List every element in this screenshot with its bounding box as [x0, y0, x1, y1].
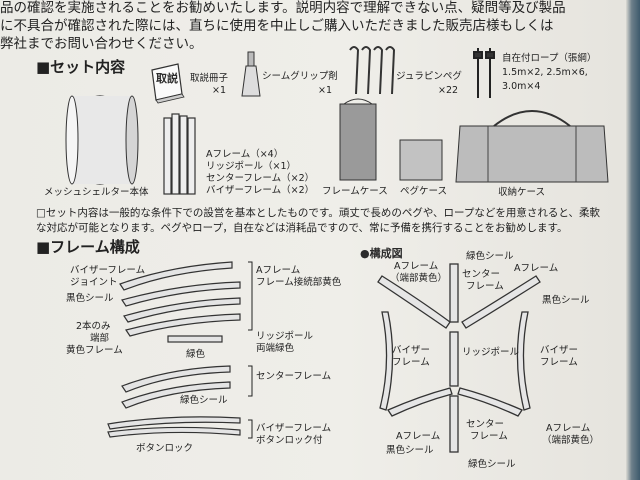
green-seal-label: 緑色シール — [180, 395, 228, 406]
rope-label: 自在付ロープ（張綱） — [502, 53, 597, 64]
peg-case-icon — [399, 139, 443, 181]
diagram-visor-r-1: バイザー — [540, 345, 579, 356]
diagram-aframe-tr: Aフレーム — [514, 263, 559, 274]
diagram-aframe-br-2: （端部黄色） — [542, 435, 600, 446]
manual-icon-label: 取説 — [156, 72, 178, 85]
diagram-center-bottom-1: センター — [466, 419, 505, 430]
seam-label: シームグリップ剤 — [262, 71, 338, 82]
manual-qty: ×1 — [212, 85, 227, 96]
rope-lengths-2: 3.0m×4 — [502, 81, 541, 92]
diagram-aframe-tl-2: （端部黄色） — [390, 273, 448, 284]
ridge-label-2: 両端緑色 — [256, 343, 295, 354]
black-seal-label: 黒色シール — [66, 293, 114, 304]
peg-icon — [349, 46, 396, 95]
frame-case-icon — [339, 103, 377, 181]
peg-case-label: ペグケース — [400, 186, 448, 197]
contents-heading: ■セット内容 — [36, 58, 126, 76]
aframe-label-2: フレーム接続部黄色 — [256, 277, 342, 288]
frame-case-label: フレームケース — [322, 186, 388, 197]
diagram-black-seal-r: 黒色シール — [542, 295, 590, 306]
diagram-visor-l-1: バイザー — [392, 345, 431, 356]
storage-bag-icon — [455, 110, 609, 183]
frames-line-4: バイザーフレーム（×2） — [206, 185, 315, 196]
peg-label: ジュラピンペグ — [396, 71, 462, 82]
note-line-2: な対応が可能となります。ペグやロープ，自在などは消耗品ですので、常に予備を携行す… — [36, 222, 568, 234]
peg-qty: ×22 — [438, 85, 459, 96]
aframe-label-1: Aフレーム — [256, 265, 301, 276]
yellow-frame-label-3: 黄色フレーム — [66, 345, 123, 356]
shelter-label: メッシュシェルター本体 — [44, 187, 149, 198]
seam-qty: ×1 — [318, 85, 333, 96]
frame-brackets — [248, 261, 253, 439]
storage-case-label: 収納ケース — [498, 187, 546, 198]
diagram-visor-l-2: フレーム — [392, 357, 430, 368]
structure-diagram — [377, 263, 541, 453]
frame-bundle-icon — [163, 113, 196, 195]
diagram-center-top-1: センター — [462, 269, 501, 280]
ridge-label-1: リッジポール — [256, 331, 314, 342]
frames-line-3: センターフレーム（×2） — [206, 173, 315, 184]
diagram-ridge: リッジポール — [462, 347, 520, 358]
yellow-frame-label-1: 2本のみ — [76, 321, 111, 332]
manual-booklet-icon — [151, 63, 185, 104]
rope-lengths-1: 1.5m×2, 2.5m×6, — [502, 67, 588, 78]
frame-case-strap — [343, 98, 373, 105]
diagram-aframe-tl-1: Aフレーム — [394, 261, 439, 272]
note-line-1: □セット内容は一般的な条件下での設営を基本としたものです。頑丈で長めのペグや、ロ… — [36, 207, 601, 219]
diagram-black-seal-b: 黒色シール — [386, 445, 434, 456]
rope-icon — [473, 48, 495, 98]
diagram-center-bottom-2: フレーム — [470, 431, 508, 442]
frames-line-1: Aフレーム（×4） — [206, 149, 284, 160]
frame-list-illustration — [107, 261, 241, 438]
intro-line-1: 品の確認を実施されることをお勧めいたします。説明内容で理解できない点、疑問等及び… — [0, 0, 566, 16]
visor-joint-label-1: バイザーフレーム — [70, 265, 146, 276]
seam-grip-bottle-icon — [241, 51, 261, 97]
green-label: 緑色 — [186, 349, 206, 360]
diagram-heading: ●構成図 — [360, 247, 403, 260]
visor-lock-label-2: ボタンロック付 — [256, 435, 323, 446]
diagram-green-seal-b: 緑色シール — [468, 459, 516, 470]
diagram-aframe-bl: Aフレーム — [396, 431, 441, 442]
frames-line-2: リッジポール（×1） — [206, 161, 297, 172]
yellow-frame-label-2: 端部 — [90, 333, 110, 344]
intro-line-3: 弊社までお問い合わせください。 — [0, 36, 203, 52]
page-edge — [626, 0, 640, 480]
visor-joint-label-2: ジョイント — [70, 277, 118, 288]
frame-heading: ■フレーム構成 — [36, 238, 140, 256]
diagram-green-seal-top: 緑色シール — [466, 251, 514, 262]
diagram-center-top-2: フレーム — [466, 281, 504, 292]
diagram-aframe-br-1: Aフレーム — [546, 423, 591, 434]
center-frame-label: センターフレーム — [256, 371, 332, 382]
intro-line-2: に不具合が確認された際には、直ちに使用を中止しご購入いただきました販売店様もしく… — [0, 18, 554, 34]
visor-lock-label-1: バイザーフレーム — [256, 423, 332, 434]
button-lock-label: ボタンロック — [136, 443, 194, 454]
diagram-visor-r-2: フレーム — [540, 357, 578, 368]
manual-label: 取説冊子 — [190, 73, 229, 84]
shelter-roll-icon — [65, 95, 139, 185]
